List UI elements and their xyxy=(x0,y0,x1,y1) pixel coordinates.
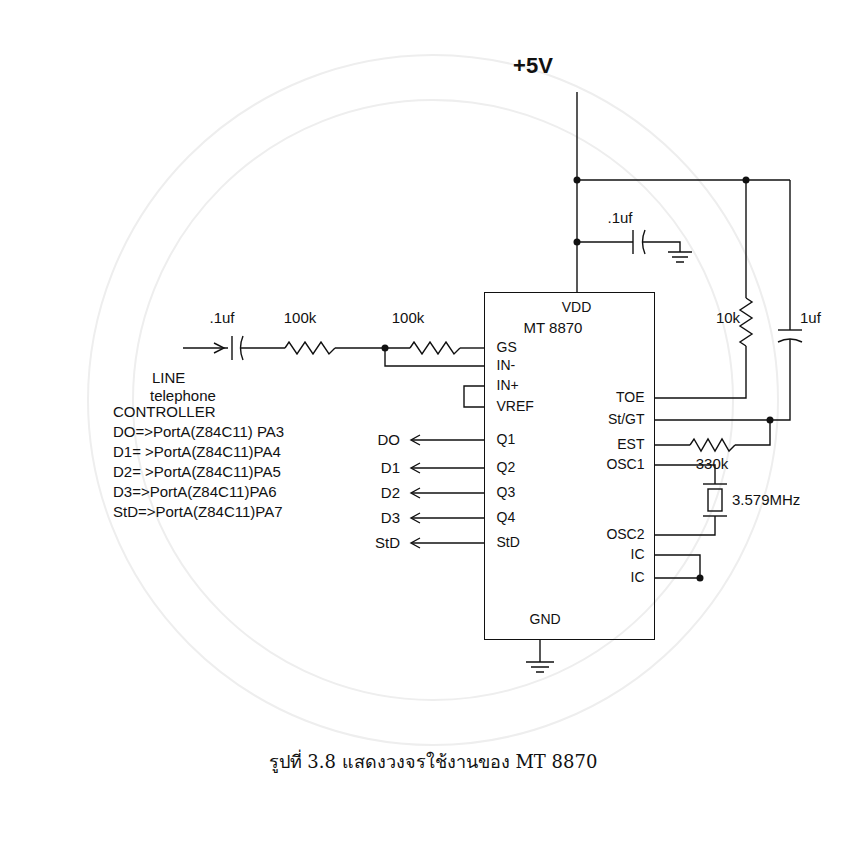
pin-name: StD xyxy=(497,535,520,550)
capacitor-symbol xyxy=(778,329,802,330)
note-label: D2= >PortA(Z84C11)PA5 xyxy=(113,464,281,481)
component-value: 100k xyxy=(284,310,317,327)
pin-name: TOE xyxy=(616,390,645,405)
component-value: 1uf xyxy=(800,310,821,327)
pin-name: VREF xyxy=(497,399,534,414)
component-value: .1uf xyxy=(607,210,632,227)
pin-name: St/GT xyxy=(608,412,645,427)
pin-name: GS xyxy=(497,340,517,355)
capacitor-symbol xyxy=(231,336,232,360)
supply-label: +5V xyxy=(513,54,553,78)
pin-name: Q4 xyxy=(497,510,516,525)
watermark-seal xyxy=(88,55,778,745)
note-label: StD=>PortA(Z84C11)PA7 xyxy=(113,504,283,521)
component-value: 3.579MHz xyxy=(732,492,800,509)
pin-name: Q2 xyxy=(497,460,516,475)
input-arrow xyxy=(214,343,224,353)
resistor-symbol xyxy=(285,342,335,354)
resistor-symbol xyxy=(410,342,460,354)
pin-name: IN+ xyxy=(497,378,519,393)
ground-symbol xyxy=(526,662,554,672)
ic-chip: VDD MT 8870GS IN- IN+ VREF Q1Q2Q3Q4StD TOE St/G… xyxy=(484,292,655,640)
pin-name: GND xyxy=(530,612,561,627)
pin-name: Q3 xyxy=(497,485,516,500)
component-value: 10k xyxy=(716,310,740,327)
component-value: .1uf xyxy=(209,310,234,327)
crystal-symbol xyxy=(708,489,722,511)
output-arrows xyxy=(411,435,420,548)
note-label: D1= >PortA(Z84C11)PA4 xyxy=(113,444,281,461)
pin-name: VDD xyxy=(562,300,592,315)
pin-name: Q1 xyxy=(497,432,516,447)
pin-name: IN- xyxy=(497,358,516,373)
pin-name: IC xyxy=(631,547,645,562)
signal-label: D3 xyxy=(381,510,400,527)
note-label: D3=>PortA(Z84C11)PA6 xyxy=(113,484,277,501)
pin-name: OSC1 xyxy=(606,457,644,472)
signal-label: LINE xyxy=(152,370,185,387)
component-value: 330k xyxy=(696,456,729,473)
component-value: 100k xyxy=(392,310,425,327)
junction-dots xyxy=(382,177,774,582)
ground-symbol xyxy=(668,252,692,262)
resistor-symbol xyxy=(690,439,735,451)
pin-name: IC xyxy=(631,570,645,585)
signal-label: telephone xyxy=(150,388,216,405)
pin-name: EST xyxy=(617,437,644,452)
note-label: CONTROLLER xyxy=(113,404,216,421)
signal-label: DO xyxy=(378,432,401,449)
chip-name: MT 8870 xyxy=(524,319,583,336)
signal-label: D1 xyxy=(381,460,400,477)
note-label: DO=>PortA(Z84C11) PA3 xyxy=(113,424,284,441)
capacitor-symbol xyxy=(632,230,633,254)
pin-name: OSC2 xyxy=(606,527,644,542)
signal-label: D2 xyxy=(381,485,400,502)
signal-label: StD xyxy=(375,535,400,552)
resistor-symbol xyxy=(740,298,752,346)
figure-caption: รูปที่ 3.8 แสดงวงจรใช้งานของ MT 8870 xyxy=(269,752,598,772)
